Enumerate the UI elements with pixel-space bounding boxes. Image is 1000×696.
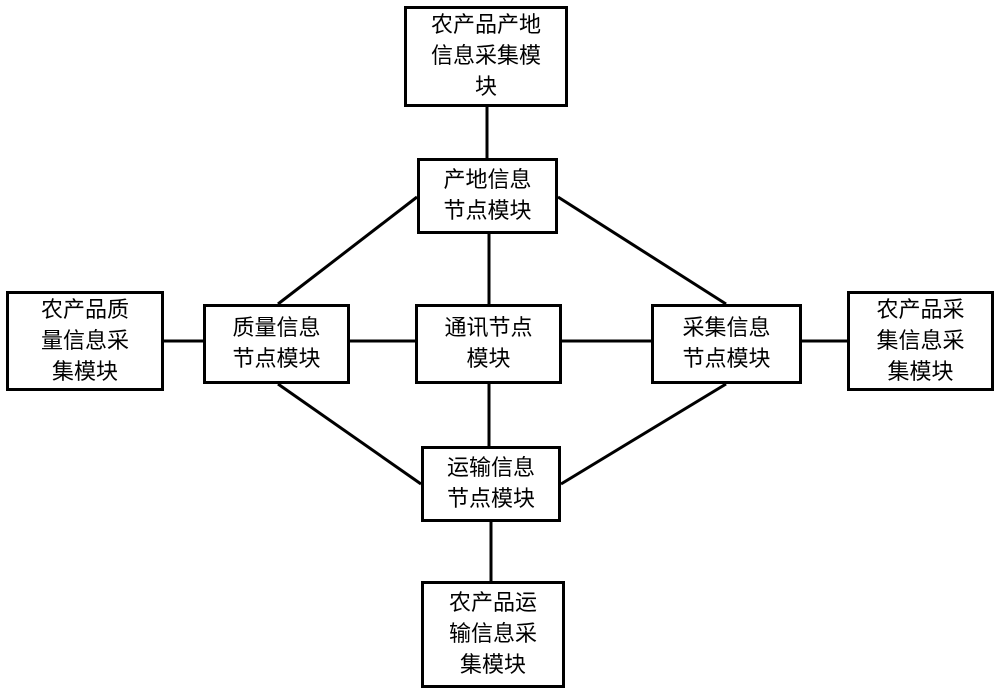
gathering-info-collection-module-label: 农产品采 集信息采 集模块	[876, 297, 965, 385]
gathering-info-collection-module: 农产品采 集信息采 集模块	[847, 291, 994, 391]
origin-info-node-module-label: 产地信息 节点模块	[443, 168, 532, 224]
communication-node-module-label: 通讯节点 模块	[444, 316, 533, 372]
gathering-info-node-module: 采集信息 节点模块	[651, 304, 802, 384]
communication-node-module: 通讯节点 模块	[415, 304, 562, 384]
quality-info-collection-module-label: 农产品质 量信息采 集模块	[40, 297, 129, 385]
link-origin-node-to-quality-node	[277, 195, 418, 306]
transport-info-collection-module-label: 农产品运 输信息采 集模块	[448, 591, 537, 678]
origin-info-node-module: 产地信息 节点模块	[417, 158, 558, 234]
origin-info-collection-module-label: 农产品产地 信息采集模 块	[430, 13, 541, 100]
transport-info-collection-module: 农产品运 输信息采 集模块	[421, 581, 565, 688]
origin-info-collection-module: 农产品产地 信息采集模 块	[404, 6, 568, 107]
quality-info-node-module-label: 质量信息 节点模块	[232, 316, 321, 372]
link-gather-node-to-transport-node	[560, 382, 727, 486]
transport-info-node-module-label: 运输信息 节点模块	[446, 456, 535, 512]
link-origin-node-to-gather-node	[557, 195, 727, 306]
quality-info-node-module: 质量信息 节点模块	[203, 304, 350, 384]
link-quality-node-to-transport-node	[277, 382, 422, 486]
transport-info-node-module: 运输信息 节点模块	[421, 446, 561, 522]
gathering-info-node-module-label: 采集信息 节点模块	[682, 316, 771, 372]
quality-info-collection-module: 农产品质 量信息采 集模块	[6, 291, 164, 391]
